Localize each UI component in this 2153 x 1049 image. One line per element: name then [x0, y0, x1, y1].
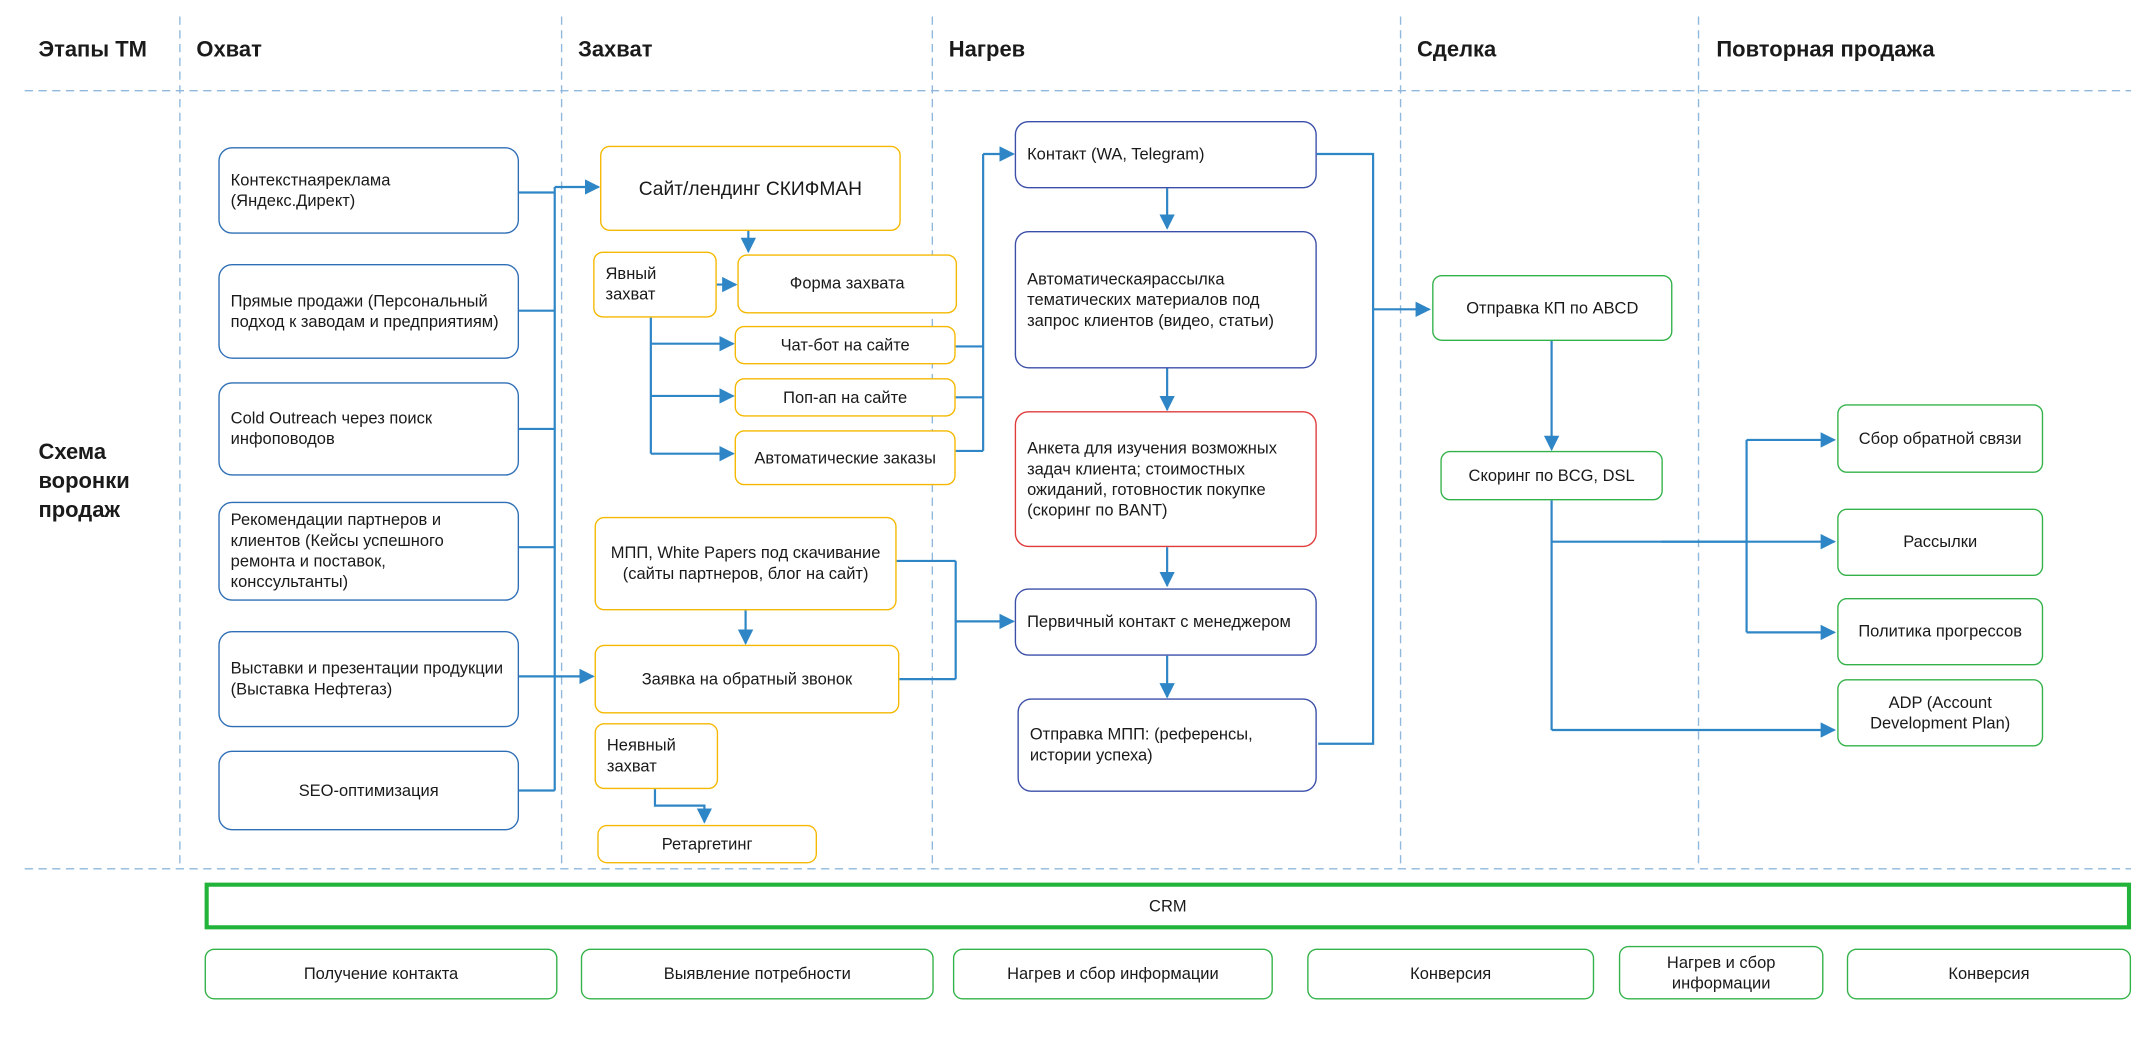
capture-popup: Поп-ап на сайте — [734, 378, 956, 417]
capture-mpp-white-papers: МПП, White Papers под скачивание (сайты … — [594, 516, 897, 611]
stages-header-label: Этапы ТМ — [38, 38, 147, 62]
arrows — [519, 146, 1836, 824]
bottom-warmup-info: Нагрев и сбор информации — [952, 948, 1273, 1000]
warmup-auto-mailing: Автоматическаярассылка тематических мате… — [1014, 230, 1317, 369]
bottom-get-contact: Получение контакта — [204, 948, 558, 1000]
reach-direct-sales: Прямые продажи (Персональный подход к за… — [218, 263, 520, 359]
reach-exhibitions: Выставки и презентации продукции (Выстав… — [218, 631, 520, 728]
bottom-identify-need: Выявление потребности — [580, 948, 934, 1000]
crm-bar: CRM — [204, 882, 2132, 930]
bottom-conversion: Конверсия — [1307, 948, 1595, 1000]
warmup-client-survey: Анкета для изучения возможных задач клие… — [1014, 411, 1317, 548]
capture-callback-request: Заявка на обратный звонок — [594, 644, 900, 714]
bottom-warmup-info-2: Нагрев и сбор информации — [1618, 945, 1824, 1000]
reach-context-ads: Контекстнаяреклама (Яндекс.Директ) — [218, 147, 520, 234]
column-header-reach: Охват — [196, 38, 262, 62]
column-header-capture: Захват — [578, 38, 653, 62]
deal-send-kp: Отправка КП по ABCD — [1432, 274, 1673, 341]
capture-explicit: Явный захват — [593, 251, 717, 318]
capture-form: Форма захвата — [737, 254, 958, 314]
column-header-repeat-sale: Повторная продажа — [1716, 38, 1935, 62]
reach-recommendations: Рекомендации партнеров и клиентов (Кейсы… — [218, 501, 520, 601]
warmup-send-mpp: Отправка МПП: (референсы, истории успеха… — [1017, 698, 1317, 792]
warmup-contact: Контакт (WA, Telegram) — [1014, 120, 1317, 189]
capture-retargeting: Ретаргетинг — [597, 824, 817, 864]
repeat-mailings: Рассылки — [1837, 508, 2044, 577]
row-label-funnel: Схема воронки продаж — [38, 441, 130, 523]
warmup-first-contact: Первичный контакт с менеджером — [1014, 588, 1317, 656]
column-header-deal: Сделка — [1417, 38, 1497, 62]
reach-cold-outreach: Cold Outreach через поиск инфоповодов — [218, 382, 520, 476]
bottom-conversion-2: Конверсия — [1846, 948, 2132, 1000]
repeat-feedback: Сбор обратной связи — [1837, 404, 2044, 473]
capture-implicit: Неявный захват — [594, 723, 719, 790]
capture-site-landing: Сайт/лендинг СКИФМАН — [600, 145, 901, 231]
repeat-adp: ADP (Account Development Plan) — [1837, 679, 2044, 747]
repeat-progress-policy: Политика прогрессов — [1837, 598, 2044, 666]
reach-seo: SEO-оптимизация — [218, 750, 520, 831]
capture-chatbot: Чат-бот на сайте — [734, 325, 956, 365]
column-header-warmup: Нагрев — [948, 38, 1026, 62]
capture-auto-orders: Автоматические заказы — [734, 430, 956, 486]
deal-scoring: Скоринг по BCG, DSL — [1440, 450, 1663, 501]
